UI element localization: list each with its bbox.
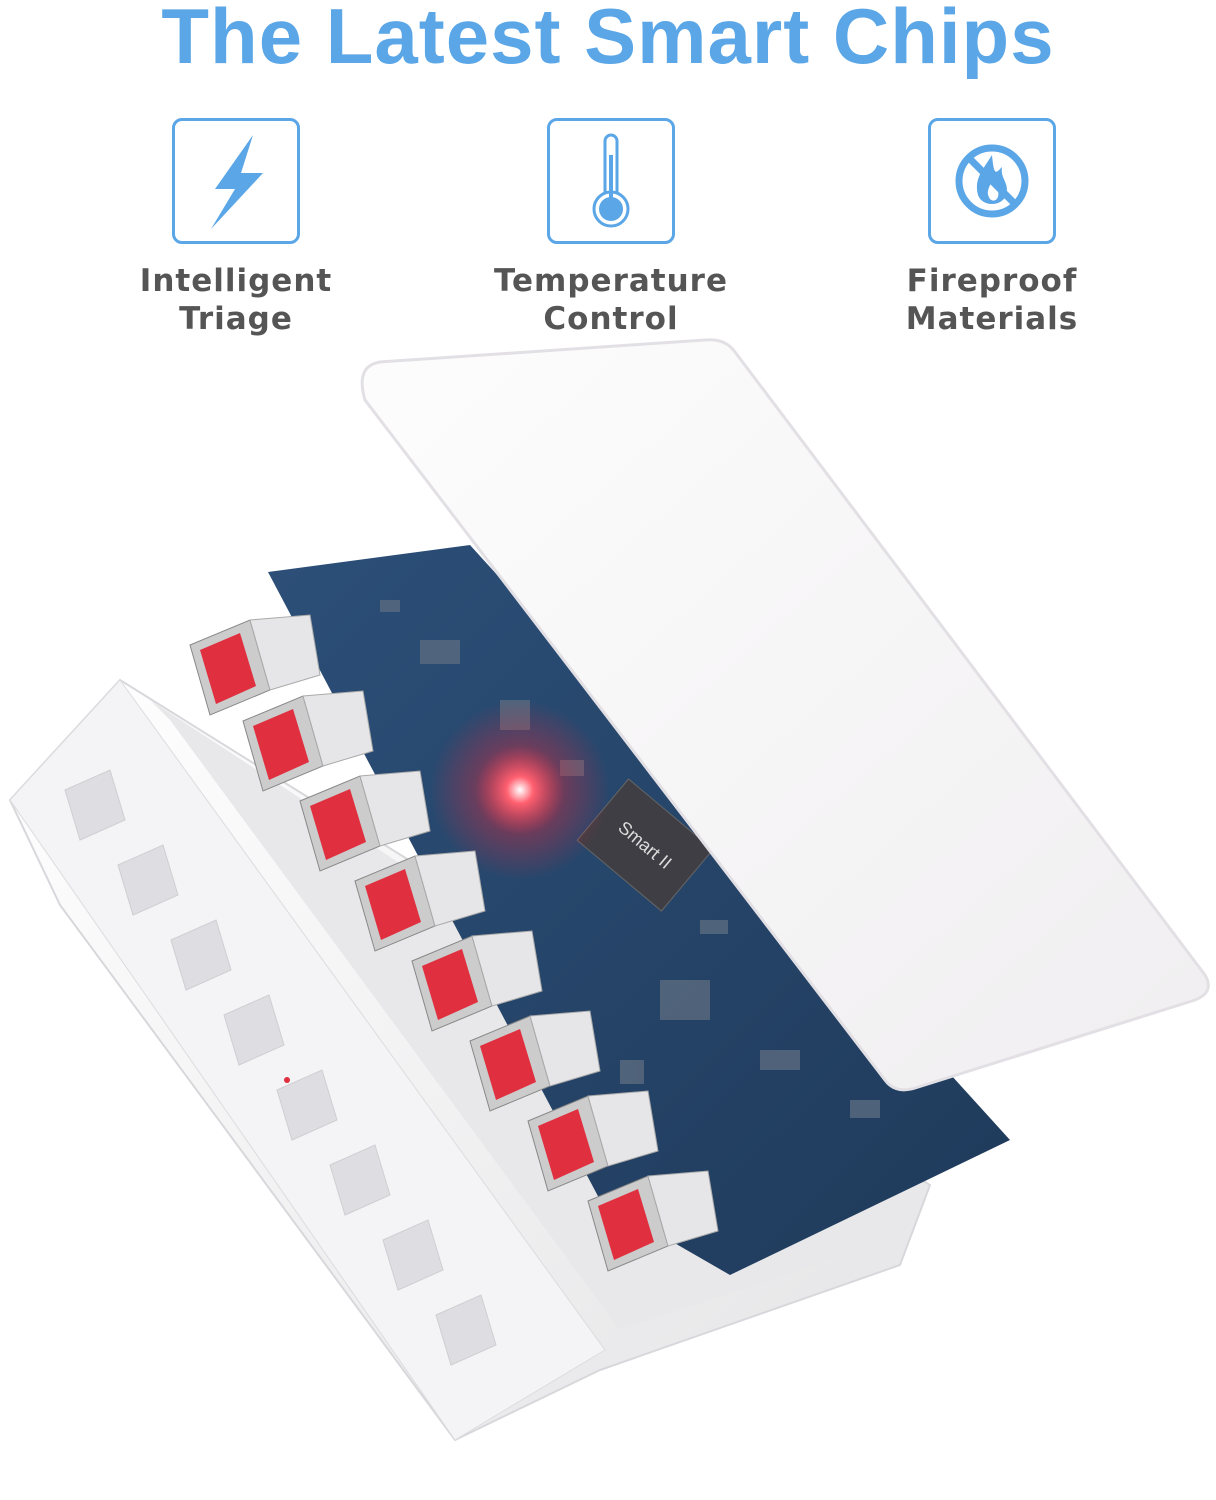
feature-label-line2: Triage xyxy=(179,301,293,337)
lightning-icon xyxy=(172,118,300,244)
charger-lid xyxy=(360,338,1210,1092)
circuit-board: Smart II xyxy=(268,545,1010,1275)
indicator-glow xyxy=(430,700,610,880)
feature-label-line1: Temperature xyxy=(494,263,728,299)
usb-ports xyxy=(189,614,719,1272)
no-fire-icon xyxy=(928,118,1056,244)
feature-label-line2: Materials xyxy=(905,301,1079,337)
feature-label-line2: Control xyxy=(543,301,679,337)
smart-chip: Smart II xyxy=(576,778,714,912)
thermometer-icon xyxy=(547,118,675,244)
headline: The Latest Smart Chips xyxy=(161,0,1055,80)
feature-label-line1: Fireproof xyxy=(906,263,1078,299)
feature-label-line1: Intelligent xyxy=(139,263,333,299)
